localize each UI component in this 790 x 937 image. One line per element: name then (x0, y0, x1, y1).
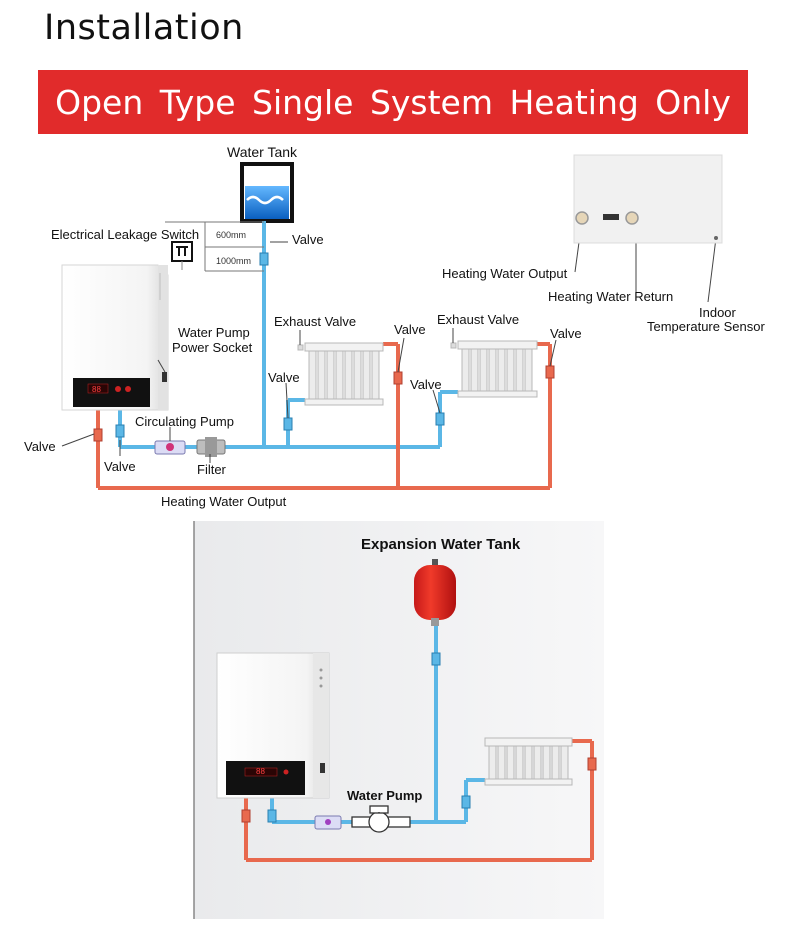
indoor-sensor-label-2: Temperature Sensor (647, 319, 765, 334)
valve-boiler-bottom-label: Valve (104, 459, 136, 474)
valve-radiator2-label: Valve (410, 377, 442, 392)
heating-water-return-label: Heating Water Return (548, 289, 674, 304)
water-pump-icon (351, 805, 411, 833)
valve-hot-mid-label: Valve (394, 322, 426, 337)
radiator-2 (450, 340, 538, 398)
valve-radiator1-label: Valve (268, 370, 300, 385)
exhaust-valve-label-2: Exhaust Valve (437, 312, 520, 327)
indoor-sensor-label-1: Indoor (699, 305, 736, 320)
heating-water-output-panel-label: Heating Water Output (442, 266, 568, 281)
valve-markers-bottom (241, 652, 597, 823)
boiler-top (61, 264, 169, 411)
circulating-pump-label: Circulating Pump (135, 414, 234, 429)
dimension-lines (165, 221, 264, 272)
dimension-600-label: 600mm (216, 230, 247, 240)
water-tank (240, 162, 294, 223)
valve-tank-label: Valve (292, 232, 324, 247)
boiler-display-bottom: 88 (256, 767, 265, 776)
page-title: Installation (44, 8, 244, 48)
expansion-tank-label: Expansion Water Tank (361, 536, 521, 553)
expansion-tank (414, 559, 456, 626)
water-pump-socket-label-1: Water Pump (178, 325, 250, 340)
leakage-switch-label: Electrical Leakage Switch (51, 227, 200, 242)
filter-label: Filter (197, 462, 226, 477)
filter-icon (196, 437, 226, 457)
boiler-display-top: 88 (92, 385, 101, 394)
wall-panel (573, 154, 723, 244)
valve-boiler-left-label: Valve (24, 439, 56, 454)
dimension-1000-label: 1000mm (216, 256, 252, 266)
water-pump-socket-label-2: Power Socket (172, 340, 253, 355)
circulating-pump-icon (154, 440, 186, 455)
water-pump-label: Water Pump (347, 788, 423, 803)
radiator-3 (484, 737, 573, 786)
title-banner: Open Type Single System Heating Only (38, 70, 748, 134)
leakage-switch-icon (171, 241, 193, 270)
heating-water-output-bottom-label: Heating Water Output (161, 494, 287, 509)
radiator-1 (297, 342, 384, 406)
water-tank-label: Water Tank (227, 144, 298, 160)
boiler-bottom (216, 652, 330, 799)
filter-bottom-icon (314, 815, 342, 830)
exhaust-valve-label-1: Exhaust Valve (274, 314, 357, 329)
valve-hot-right-label: Valve (550, 326, 582, 341)
